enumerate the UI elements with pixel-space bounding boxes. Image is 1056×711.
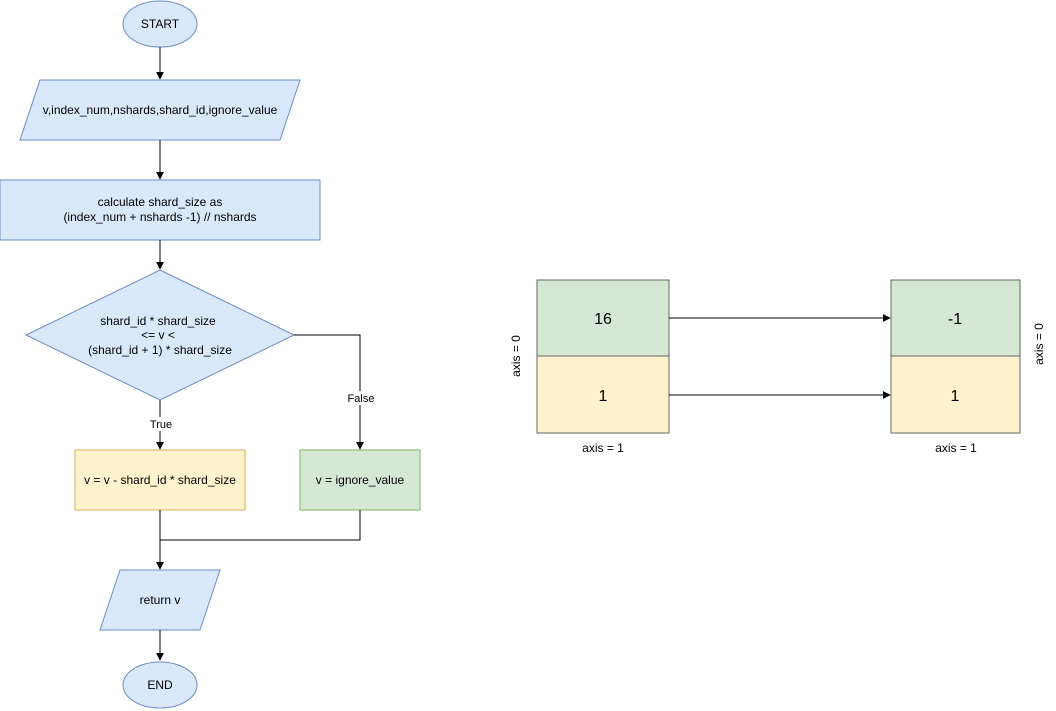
end-ellipse: [122, 661, 198, 709]
false-label: False: [348, 393, 375, 405]
edge-false-merge: [160, 510, 361, 541]
input-parallelogram: [19, 79, 301, 141]
output-cell-0: [890, 279, 1021, 357]
input-cell-0-value: 16: [594, 311, 612, 328]
calc-rect: [0, 179, 321, 241]
decision-label-line3: (shard_id + 1) * shard_size: [88, 343, 232, 357]
calc-label-line1: calculate shard_size as: [98, 195, 223, 209]
edge-decision-false: [294, 334, 364, 450]
false-branch-rect: [299, 449, 421, 511]
end-node[interactable]: END: [122, 661, 198, 709]
output-cell-0-value: -1: [948, 311, 962, 328]
flowchart: START v,index_num,nshards,shard_id,ignor…: [0, 0, 421, 709]
output-axis1-label: axis = 1: [935, 441, 977, 455]
true-label-bg: [148, 417, 174, 431]
tensor-example: 16 1 axis = 0 axis = 1 -1 1 axis = 0 axi…: [509, 279, 1046, 455]
output-tensor[interactable]: -1 1 axis = 0 axis = 1: [890, 279, 1046, 455]
start-label: START: [141, 17, 180, 31]
decision-label-line1: shard_id * shard_size: [100, 314, 216, 328]
input-label: v,index_num,nshards,shard_id,ignore_valu…: [43, 103, 278, 117]
input-cell-0: [536, 279, 670, 357]
false-label-bg: [345, 391, 377, 405]
output-axis0-label: axis = 0: [1032, 323, 1046, 365]
input-node[interactable]: v,index_num,nshards,shard_id,ignore_valu…: [19, 79, 301, 141]
end-label: END: [147, 678, 173, 692]
input-tensor[interactable]: 16 1 axis = 0 axis = 1: [509, 279, 670, 455]
false-branch-node[interactable]: v = ignore_value: [299, 449, 421, 511]
output-parallelogram: [99, 569, 221, 631]
decision-node[interactable]: shard_id * shard_size <= v < (shard_id +…: [24, 269, 296, 401]
output-cell-1-value: 1: [951, 388, 960, 405]
decision-label-line2: <= v <: [141, 328, 175, 342]
true-label: True: [150, 419, 172, 431]
start-node[interactable]: START: [122, 0, 198, 48]
calc-node[interactable]: calculate shard_size as (index_num + nsh…: [0, 179, 321, 241]
input-axis0-label: axis = 0: [509, 335, 523, 377]
output-cell-1: [890, 355, 1021, 434]
false-branch-label: v = ignore_value: [316, 473, 405, 487]
input-cell-1-value: 1: [599, 388, 608, 405]
input-axis1-label: axis = 1: [582, 441, 624, 455]
output-label: return v: [140, 593, 181, 607]
true-branch-rect: [74, 449, 246, 511]
true-branch-label: v = v - shard_id * shard_size: [84, 473, 236, 487]
calc-label-line2: (index_num + nshards -1) // nshards: [63, 210, 256, 224]
true-branch-node[interactable]: v = v - shard_id * shard_size: [74, 449, 246, 511]
output-node[interactable]: return v: [99, 569, 221, 631]
